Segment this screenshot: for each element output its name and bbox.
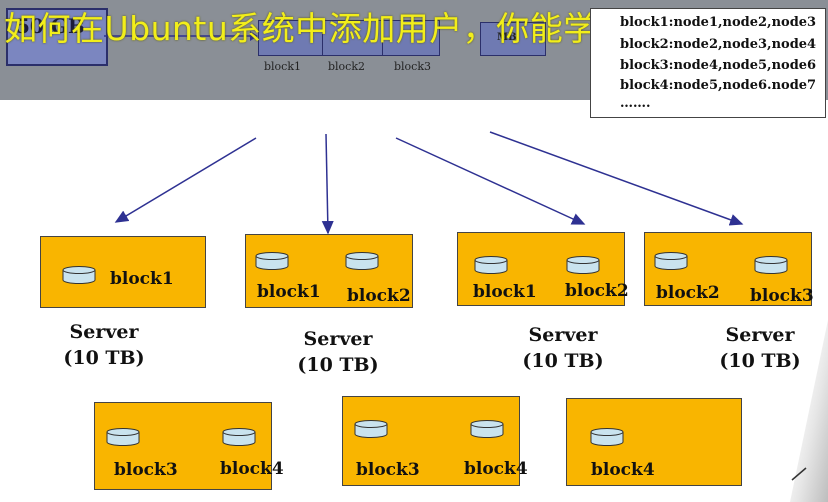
strip-label-2: block2 <box>328 60 366 73</box>
mapping-line-2: block2:node2,node3,node4 <box>620 37 817 52</box>
server-5-block-label-1: block3 <box>114 460 178 480</box>
server-1-block-label: block1 <box>110 269 174 289</box>
server-1-caption: Server(10 TB) <box>63 321 145 369</box>
strip-label-3: block3 <box>394 60 432 73</box>
disk-icon <box>754 256 788 274</box>
disk-icon <box>566 256 600 274</box>
server-4-caption: Server(10 TB) <box>719 324 801 372</box>
arrow-to-server-2 <box>321 133 334 235</box>
server-3-block-label-1: block1 <box>473 282 537 302</box>
server-3-caption: Server(10 TB) <box>522 324 604 372</box>
server-3-block-label-2: block2 <box>565 281 629 301</box>
server-2-block-label-1: block1 <box>257 282 321 302</box>
server-box-5 <box>94 402 272 490</box>
server-box-2 <box>245 234 413 308</box>
mapping-line-4: block4:node5,node6.node7 <box>620 78 817 93</box>
server-4-block-label-2: block3 <box>750 286 814 306</box>
server-box-6 <box>342 396 520 486</box>
block-mapping-panel <box>590 8 826 118</box>
mb-box <box>480 22 546 56</box>
page-curl-decoration <box>790 320 828 502</box>
arrow-to-server-3 <box>395 137 586 225</box>
disk-icon <box>255 252 289 270</box>
banner-arrow <box>104 31 258 41</box>
page-title: 如何在Ubuntu系统中添加用户，你能学会吗? <box>4 9 682 48</box>
disk-icon <box>354 420 388 438</box>
disk-icon <box>222 428 256 446</box>
server-7-block-label: block4 <box>591 460 655 480</box>
disk-icon <box>345 252 379 270</box>
arrow-to-server-4 <box>489 131 744 226</box>
disk-icon <box>654 252 688 270</box>
disk-icon <box>590 428 624 446</box>
disk-icon <box>470 420 504 438</box>
block-strip-3 <box>382 20 440 56</box>
mapping-line-3: block3:node4,node5,node6 <box>620 58 817 73</box>
disk-icon <box>62 266 96 284</box>
mb-label: MB <box>497 32 517 43</box>
mapping-line-1: block1:node1,node2,node3 <box>620 15 817 30</box>
server-2-caption: Server(10 TB) <box>297 328 379 376</box>
server-4-block-label-1: block2 <box>656 283 720 303</box>
server-2-block-label-2: block2 <box>347 286 411 306</box>
disk-icon <box>106 428 140 446</box>
server-5-block-label-2: block4 <box>220 459 284 479</box>
mapping-line-5: ……. <box>620 96 651 111</box>
strip-label-1: block1 <box>264 60 302 73</box>
disk-label: 50 GB <box>16 14 85 38</box>
disk-box <box>6 8 108 66</box>
server-6-block-label-1: block3 <box>356 460 420 480</box>
disk-icon <box>474 256 508 274</box>
server-6-block-label-2: block4 <box>464 459 528 479</box>
arrow-to-server-1 <box>114 137 257 223</box>
